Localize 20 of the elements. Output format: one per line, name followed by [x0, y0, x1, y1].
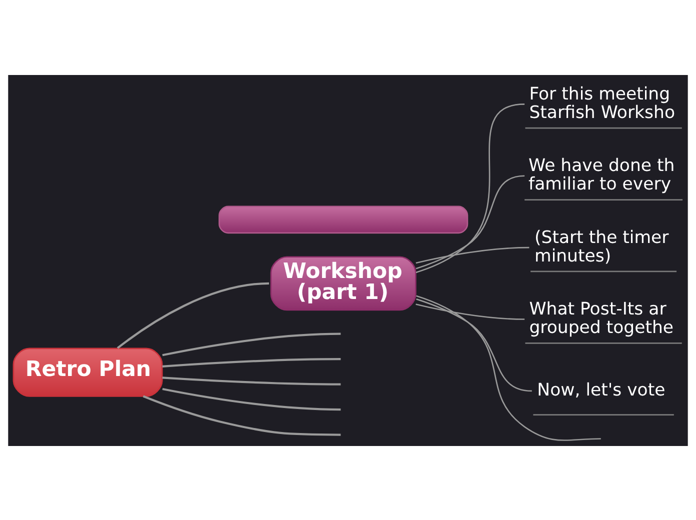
node-box	[218, 205, 468, 234]
connector	[416, 303, 525, 320]
node-box: Workshop (part 1)	[270, 256, 416, 310]
connector	[416, 174, 525, 269]
connector	[162, 358, 341, 368]
node-text: What Post-Its ar grouped togethe	[529, 298, 674, 338]
node-text: (Start the timer minutes)	[534, 227, 669, 266]
connector	[162, 332, 341, 356]
node-text: For this meeting Starfish Worksho	[529, 84, 676, 123]
connector	[416, 103, 525, 273]
connector	[142, 394, 341, 436]
connector	[416, 294, 601, 440]
node-text: We have done th familiar to every	[528, 156, 675, 194]
connector	[116, 282, 270, 348]
connector	[416, 246, 530, 264]
connector	[162, 387, 341, 410]
node-box: Retro Plan	[12, 347, 163, 396]
connector	[416, 298, 532, 392]
connector	[162, 376, 341, 385]
node-text: Now, let's vote	[537, 380, 666, 400]
